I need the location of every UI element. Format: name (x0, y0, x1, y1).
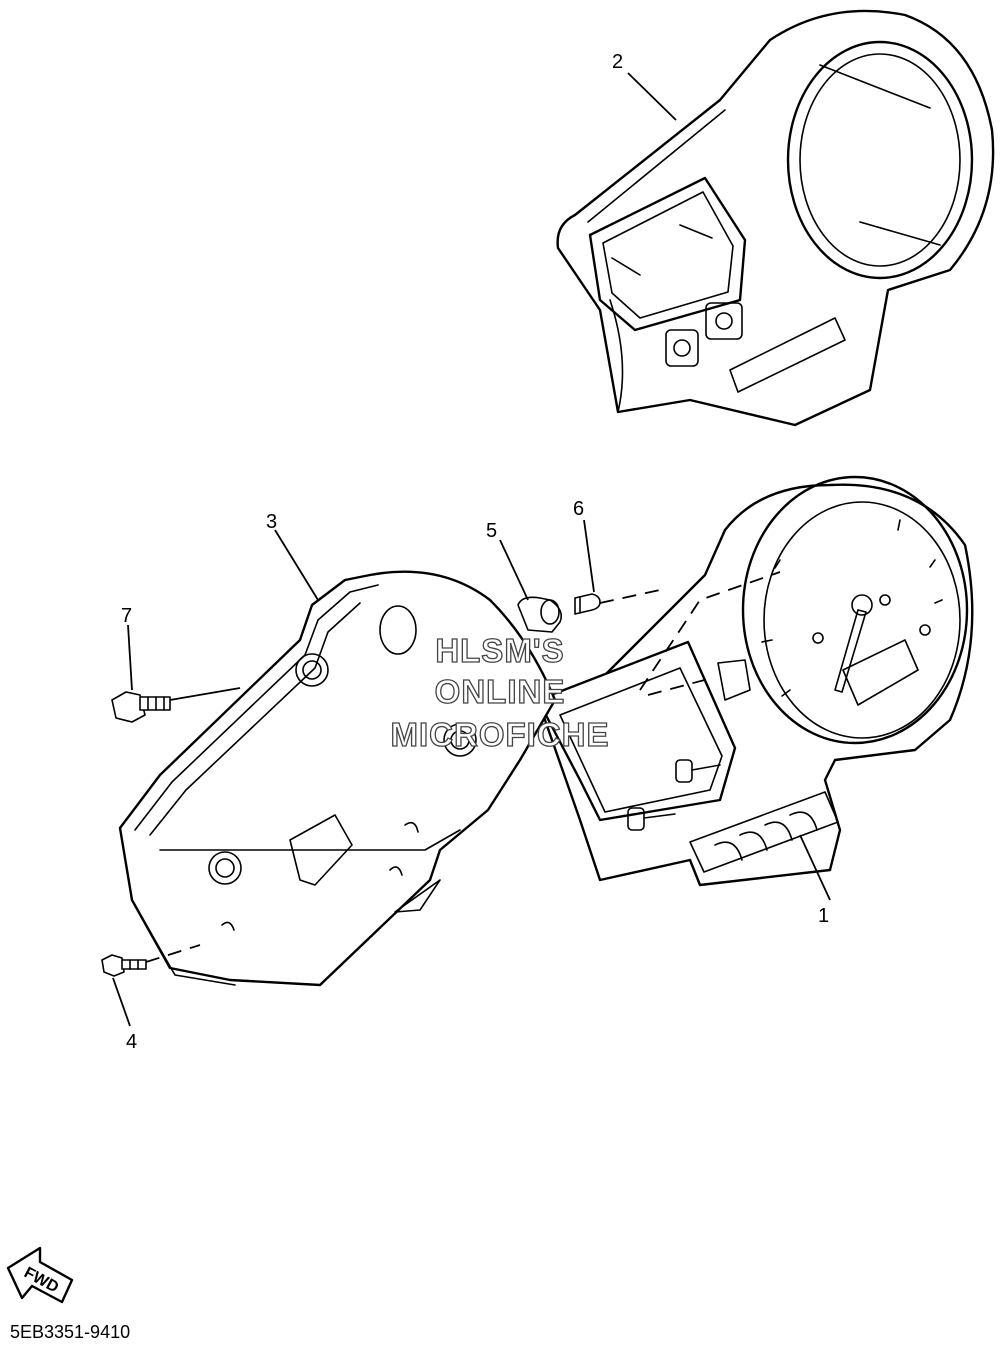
callout-1: 1 (818, 905, 829, 927)
part-7-screw[interactable] (111, 691, 171, 723)
callout-4: 4 (126, 1031, 137, 1053)
fwd-arrow-icon: FWD (6, 1246, 74, 1304)
watermark-line-2: ONLINE (435, 673, 566, 710)
part-2-meter-cover[interactable] (556, 9, 995, 427)
watermark: HLSM'S ONLINE MICROFICHE (390, 631, 610, 753)
callout-7: 7 (121, 605, 132, 627)
drawing-code: 5EB3351-9410 (10, 1322, 131, 1342)
part-5-bulb-socket[interactable] (517, 596, 563, 633)
callout-2: 2 (612, 51, 623, 73)
part-6-bulb[interactable] (574, 593, 601, 615)
part-1-meter-assembly[interactable] (536, 475, 974, 887)
callout-3: 3 (266, 511, 277, 533)
part-4-screw[interactable] (101, 954, 147, 977)
watermark-line-1: HLSM'S (435, 632, 564, 669)
part-3-meter-case[interactable] (118, 570, 557, 987)
watermark-line-3: MICROFICHE (391, 716, 610, 753)
callout-5: 5 (486, 520, 497, 542)
callout-6: 6 (573, 498, 584, 520)
